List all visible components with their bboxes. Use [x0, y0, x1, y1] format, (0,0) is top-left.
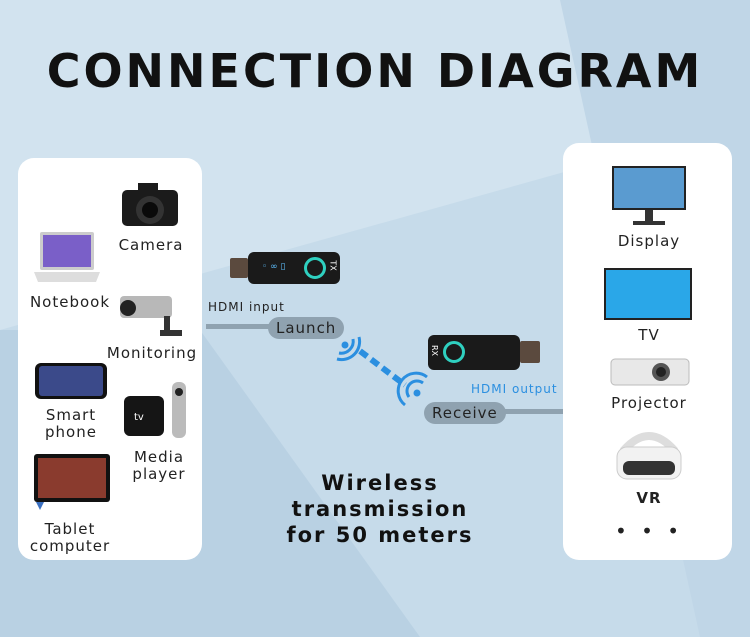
receive-pill: Receive [424, 402, 506, 424]
cctv-camera-icon [120, 296, 182, 336]
more-devices-indicator: • • • [614, 519, 684, 543]
laptop-icon [34, 232, 100, 282]
hdmi-input-label: HDMI input [208, 300, 285, 314]
projector-icon [610, 358, 690, 386]
smartphone-icon [35, 363, 107, 399]
tv-icon [604, 268, 692, 320]
rx-tag: RX [430, 344, 440, 357]
display-panel: Display TV Projector VR • • • [563, 143, 732, 560]
page-title: CONNECTION DIAGRAM [46, 44, 704, 98]
source-panel: Camera Notebook Monitoring Smart phone t… [18, 158, 202, 560]
transmitter-dongle: TX ◦ ∞ ▯ [230, 252, 340, 284]
source-label-monitoring: Monitoring [106, 344, 198, 362]
ring-indicator [304, 257, 326, 279]
source-label-smart-phone: Smart phone [45, 406, 97, 441]
vr-headset-icon [616, 432, 682, 480]
svg-text:tv: tv [134, 412, 144, 423]
caption-line-2: for 50 meters [286, 523, 474, 547]
display-label: Display [617, 232, 681, 250]
hdmi-plug [520, 341, 540, 363]
caption: Wireless transmission for 50 meters [230, 470, 530, 548]
ring-indicator [443, 341, 465, 363]
tv-label: TV [638, 326, 660, 344]
receiver-dongle: RX [428, 335, 540, 370]
wireless-signal [336, 336, 428, 407]
hdmi-output-label: HDMI output [471, 382, 558, 396]
output-cable [490, 409, 563, 414]
source-label-camera: Camera [118, 236, 184, 254]
status-icons: ◦ ∞ ▯ [262, 262, 286, 272]
hdmi-plug [230, 258, 248, 278]
source-label-notebook: Notebook [29, 293, 111, 311]
monitor-icon [612, 166, 686, 225]
projector-label: Projector [611, 394, 687, 412]
input-cable [206, 324, 276, 329]
launch-pill: Launch [268, 317, 345, 339]
source-label-tablet-computer: Tablet computer [29, 520, 111, 555]
vr-label: VR [636, 489, 662, 507]
source-label-media-player: Media player [132, 448, 186, 483]
media-player-icon: tv [124, 382, 186, 438]
tablet-icon [34, 454, 110, 510]
camera-icon [122, 183, 178, 226]
caption-line-1: Wireless transmission [291, 471, 469, 521]
tx-tag: TX [328, 260, 338, 271]
